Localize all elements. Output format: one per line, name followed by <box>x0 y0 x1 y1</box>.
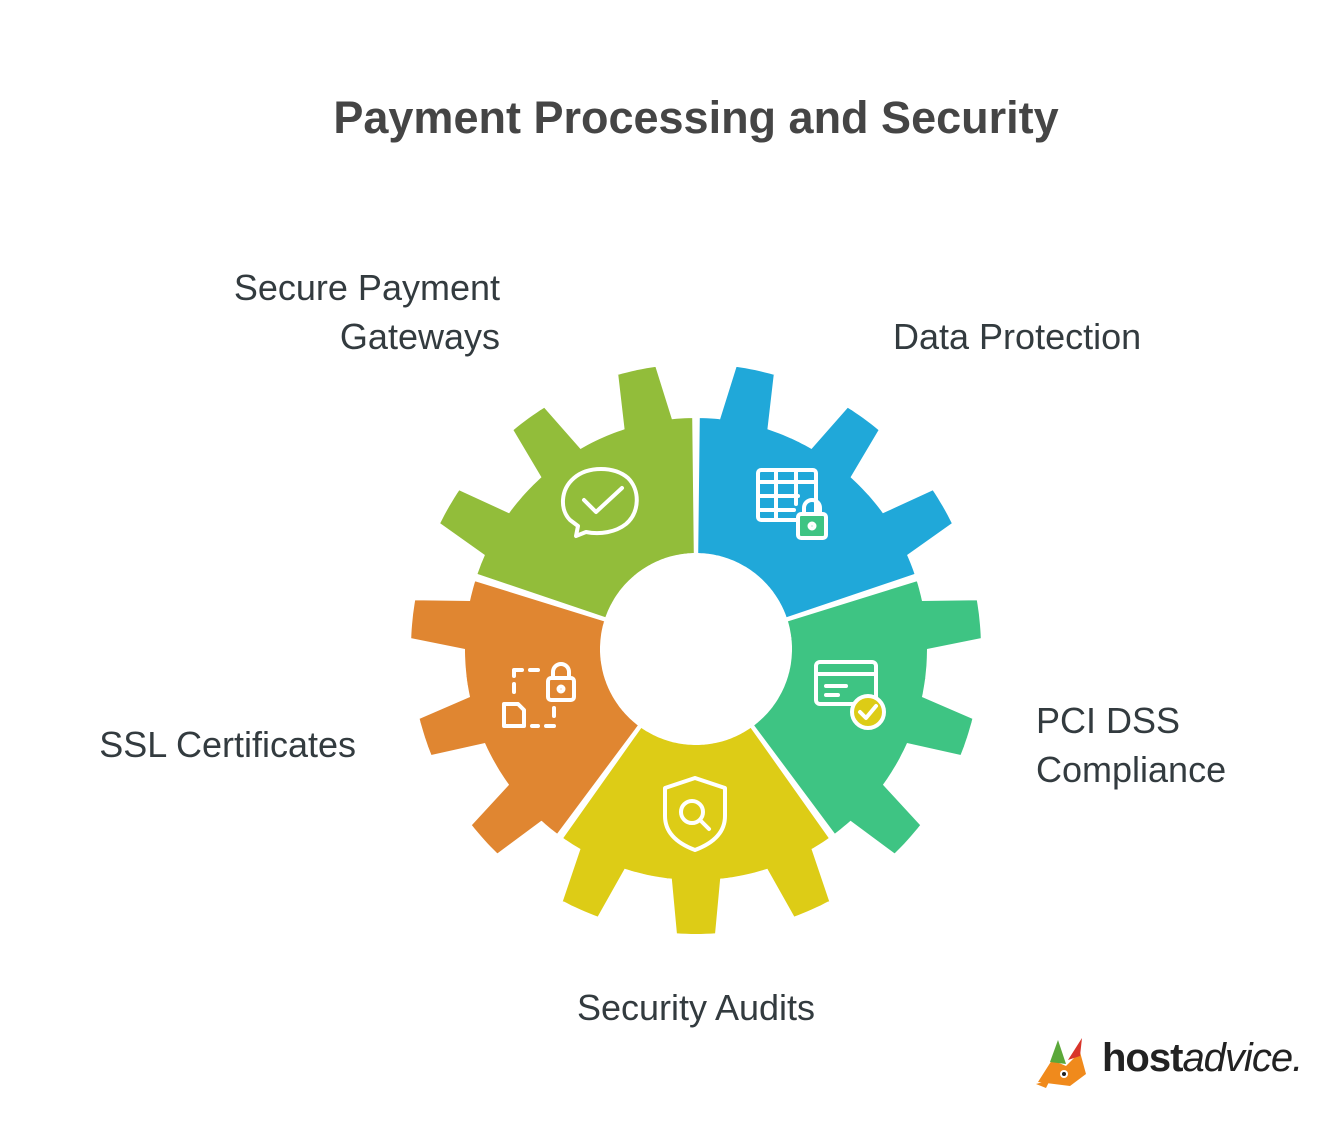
hostadvice-logo: hostadvice. <box>1030 1030 1310 1092</box>
logo-wordmark: hostadvice. <box>1102 1036 1303 1080</box>
label-ssl-certificates: SSL Certificates <box>99 724 356 765</box>
chat-check-icon <box>561 467 639 538</box>
diagram-title: Payment Processing and Security <box>333 92 1059 143</box>
gear-segment-pci <box>560 725 832 936</box>
table-lock-icon <box>756 468 828 540</box>
shield-search-icon <box>663 776 727 852</box>
label-security-audits: Security Audits <box>576 987 816 1028</box>
card-check-icon <box>814 660 886 730</box>
label-data-protection: Data Protection <box>893 316 1142 357</box>
file-lock-icon <box>502 662 576 728</box>
label-secure-payment-gateways: Secure Payment Gateways <box>233 267 500 357</box>
label-pci-dss-compliance: PCI DSS Compliance <box>1036 700 1227 790</box>
gear-center-hole <box>601 554 791 744</box>
fox-mascot-icon <box>1036 1038 1086 1088</box>
